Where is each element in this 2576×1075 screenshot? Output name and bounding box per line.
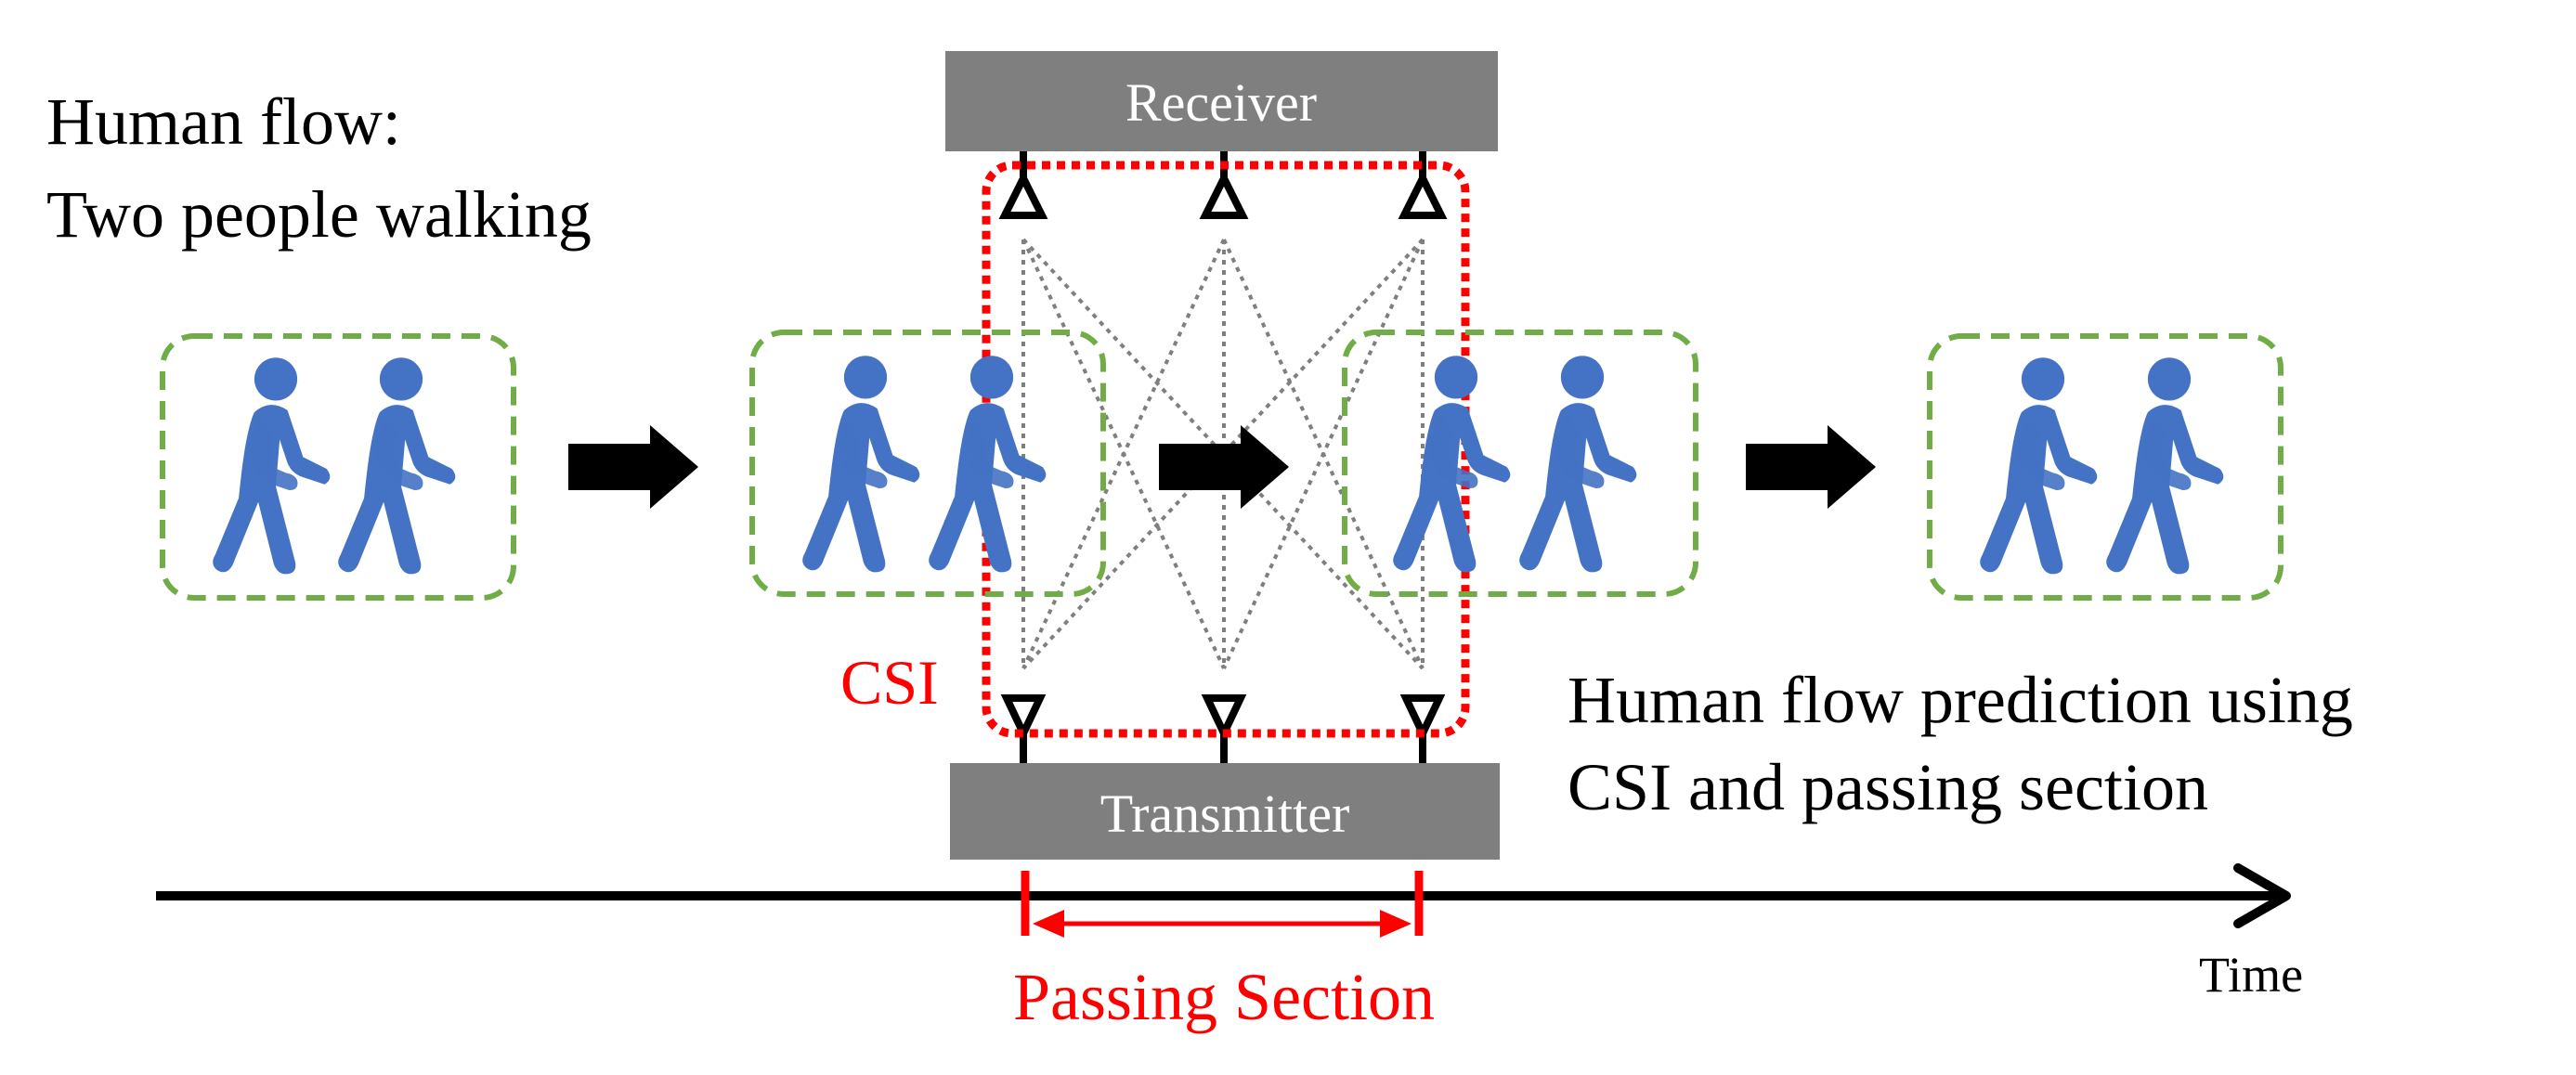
right-arrow-icon bbox=[568, 425, 698, 509]
right-arrow-icon bbox=[1159, 425, 1289, 509]
antenna-triangle-icon bbox=[1398, 170, 1448, 219]
time-axis bbox=[156, 863, 2291, 928]
transmitter-antennas bbox=[1000, 694, 1446, 763]
walking-person-icon bbox=[213, 357, 331, 575]
walking-person-icon bbox=[1519, 356, 1637, 573]
group-box-4 bbox=[1927, 333, 2283, 601]
walking-person-icon bbox=[1393, 356, 1511, 573]
csi-region bbox=[982, 161, 1470, 738]
walking-person-icon bbox=[1980, 357, 2098, 575]
receiver-box bbox=[945, 51, 1498, 151]
time-label: Time bbox=[2199, 947, 2303, 1003]
axis-arrowhead-icon bbox=[2233, 863, 2291, 928]
group-box-2 bbox=[749, 330, 1106, 597]
antenna-triangle-icon bbox=[1201, 694, 1247, 743]
receiver-antennas bbox=[998, 151, 1448, 219]
receiver-label: Receiver bbox=[1125, 72, 1317, 133]
prediction-line1: Human flow prediction using bbox=[1568, 663, 2353, 737]
walking-person-icon bbox=[929, 356, 1047, 573]
group-boxes bbox=[160, 330, 2283, 601]
prediction-line2: CSI and passing section bbox=[1568, 750, 2208, 824]
passing-section-marker bbox=[1021, 871, 1424, 938]
walking-person-icon bbox=[802, 356, 920, 573]
passing-section-label: Passing Section bbox=[1013, 960, 1435, 1034]
walking-person-icon bbox=[338, 357, 456, 575]
flow-title-line1: Human flow: bbox=[46, 84, 401, 159]
transmitter-label: Transmitter bbox=[1100, 784, 1350, 844]
transmitter-box bbox=[950, 763, 1500, 860]
flow-title-line2: Two people walking bbox=[46, 177, 592, 252]
antenna-triangle-icon bbox=[1199, 170, 1249, 219]
group-box-3 bbox=[1342, 330, 1698, 597]
csi-links bbox=[1021, 238, 1425, 670]
group-box-1 bbox=[160, 333, 516, 601]
antenna-triangle-icon bbox=[1399, 694, 1446, 743]
antenna-triangle-icon bbox=[998, 170, 1048, 219]
csi-label: CSI bbox=[840, 647, 939, 718]
walking-person-icon bbox=[2106, 357, 2224, 575]
right-arrow-icon bbox=[1746, 425, 1876, 509]
antenna-triangle-icon bbox=[1000, 694, 1047, 743]
flow-arrows bbox=[568, 425, 1876, 509]
